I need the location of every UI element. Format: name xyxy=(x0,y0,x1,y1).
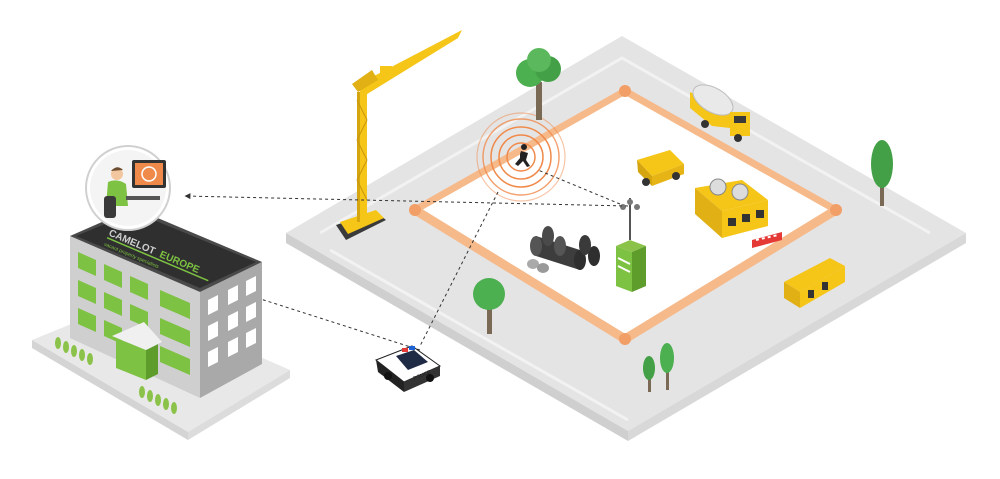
tree-icon xyxy=(643,343,674,392)
site-office-icon xyxy=(695,178,782,248)
crane-icon xyxy=(336,30,462,240)
police-car-icon: POLICE xyxy=(375,345,442,392)
portacabin-icon xyxy=(784,258,845,308)
dump-truck-icon xyxy=(637,150,684,186)
signal-lines xyxy=(184,169,629,351)
cement-mixer-icon xyxy=(690,84,750,142)
tree-icon xyxy=(871,140,893,206)
intruder-icon xyxy=(515,144,530,167)
monitoring-building: CAMELOT EUROPE vacant property specialis… xyxy=(32,208,290,440)
security-tower-icon xyxy=(616,198,646,292)
tree-icon xyxy=(473,278,505,334)
tree-icon xyxy=(516,48,561,120)
operator-icon xyxy=(85,145,171,231)
intruder-alarm xyxy=(476,112,566,202)
pipes-icon xyxy=(527,226,600,273)
